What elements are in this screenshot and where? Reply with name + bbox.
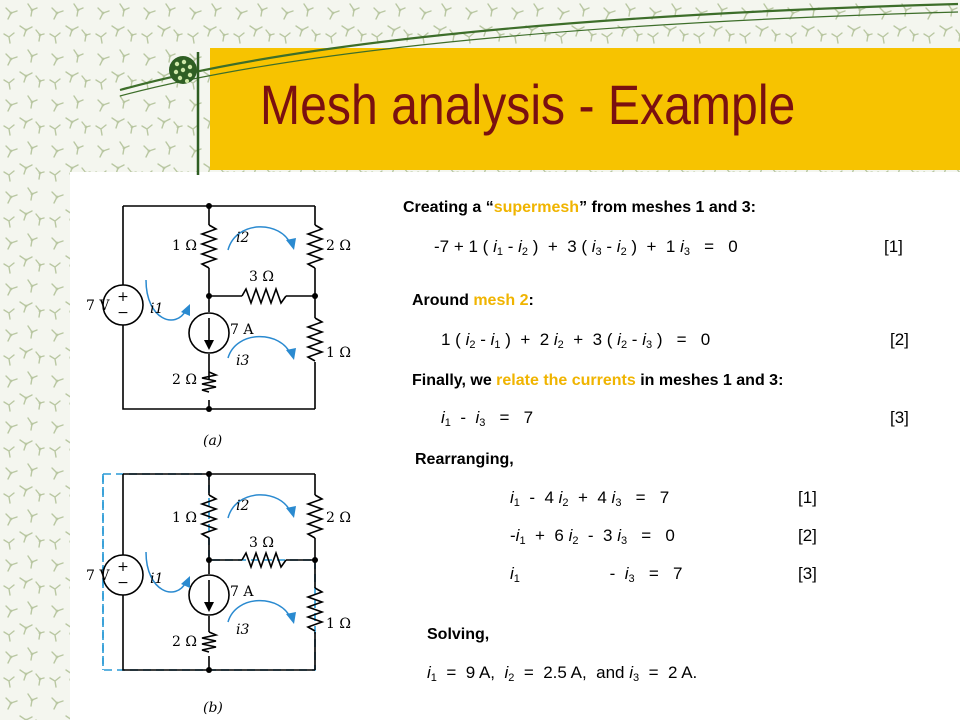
mesh-current-i3: i3 [236, 353, 249, 369]
equation-1-tag: [1] [884, 237, 903, 256]
r-bottom-right-label: 1 Ω [326, 345, 351, 361]
caption-b: (b) [203, 700, 223, 716]
title-band [210, 48, 960, 170]
rearranged-eq-2: -i1 + 6 i2 - 3 i3 = 0 [510, 526, 675, 547]
mesh2-heading: Around mesh 2: [412, 292, 534, 309]
r-top-left-label: 1 Ω [172, 238, 197, 254]
supermesh-heading: Creating a “supermesh” from meshes 1 and… [403, 199, 757, 216]
rearranged-eq-1: i1 - 4 i2 + 4 i3 = 7 [510, 488, 670, 509]
equation-2-tag: [2] [890, 330, 909, 349]
rearranged-eq-1-tag: [1] [798, 488, 817, 507]
equation-3: i1 - i3 = 7 [441, 408, 534, 429]
content-area [70, 172, 960, 720]
r-bottom-left-label: 2 Ω [172, 372, 197, 388]
svg-text:+: + [117, 559, 129, 575]
mesh-current-i1: i1 [150, 301, 163, 317]
r-middle-label: 3 Ω [249, 269, 274, 285]
svg-text:−: − [117, 575, 129, 591]
slide-title: Mesh analysis - Example [260, 73, 796, 136]
circuit-a: + − 1 Ω 2 Ω 3 Ω 7 V 7 A 2 Ω 1 Ω i2 i1 i3… [86, 203, 351, 449]
source-label: 7 V [86, 298, 110, 314]
solution: i1 = 9 A, i2 = 2.5 A, and i3 = 2 A. [427, 663, 698, 684]
circuit-b: + − 1 Ω 2 Ω 3 Ω 7 V 7 A 2 Ω 1 Ω i2 i1 i3… [86, 471, 351, 716]
solving-heading: Solving, [427, 626, 490, 643]
equation-3-tag: [3] [890, 408, 909, 427]
r-bottom-right-label: 1 Ω [326, 616, 351, 632]
rearranging-heading: Rearranging, [415, 451, 514, 468]
r-top-left-label: 1 Ω [172, 510, 197, 526]
r-top-right-label: 2 Ω [326, 510, 351, 526]
current-source-label: 7 A [230, 584, 254, 600]
svg-text:−: − [117, 305, 129, 321]
mesh-current-i2: i2 [236, 498, 249, 514]
caption-a: (a) [203, 433, 222, 449]
mesh-current-i2: i2 [236, 230, 249, 246]
svg-text:+: + [117, 289, 129, 305]
current-source-label: 7 A [230, 322, 254, 338]
rearranged-eq-2-tag: [2] [798, 526, 817, 545]
r-bottom-left-label: 2 Ω [172, 634, 197, 650]
title-decoration [119, 2, 959, 175]
mesh-current-i1: i1 [150, 571, 163, 587]
rearranged-eq-3-tag: [3] [798, 564, 817, 583]
relate-heading: Finally, we relate the currents in meshe… [412, 372, 784, 389]
equation-2: 1 ( i2 - i1 ) + 2 i2 + 3 ( i2 - i3 ) = 0 [441, 330, 711, 351]
r-top-right-label: 2 Ω [326, 238, 351, 254]
mesh-current-i3: i3 [236, 622, 249, 638]
r-middle-label: 3 Ω [249, 535, 274, 551]
source-label: 7 V [86, 568, 110, 584]
rearranged-eq-3: i1 - i3 = 7 [510, 564, 683, 585]
equation-1: -7 + 1 ( i1 - i2 ) + 3 ( i3 - i2 ) + 1 i… [434, 237, 738, 258]
